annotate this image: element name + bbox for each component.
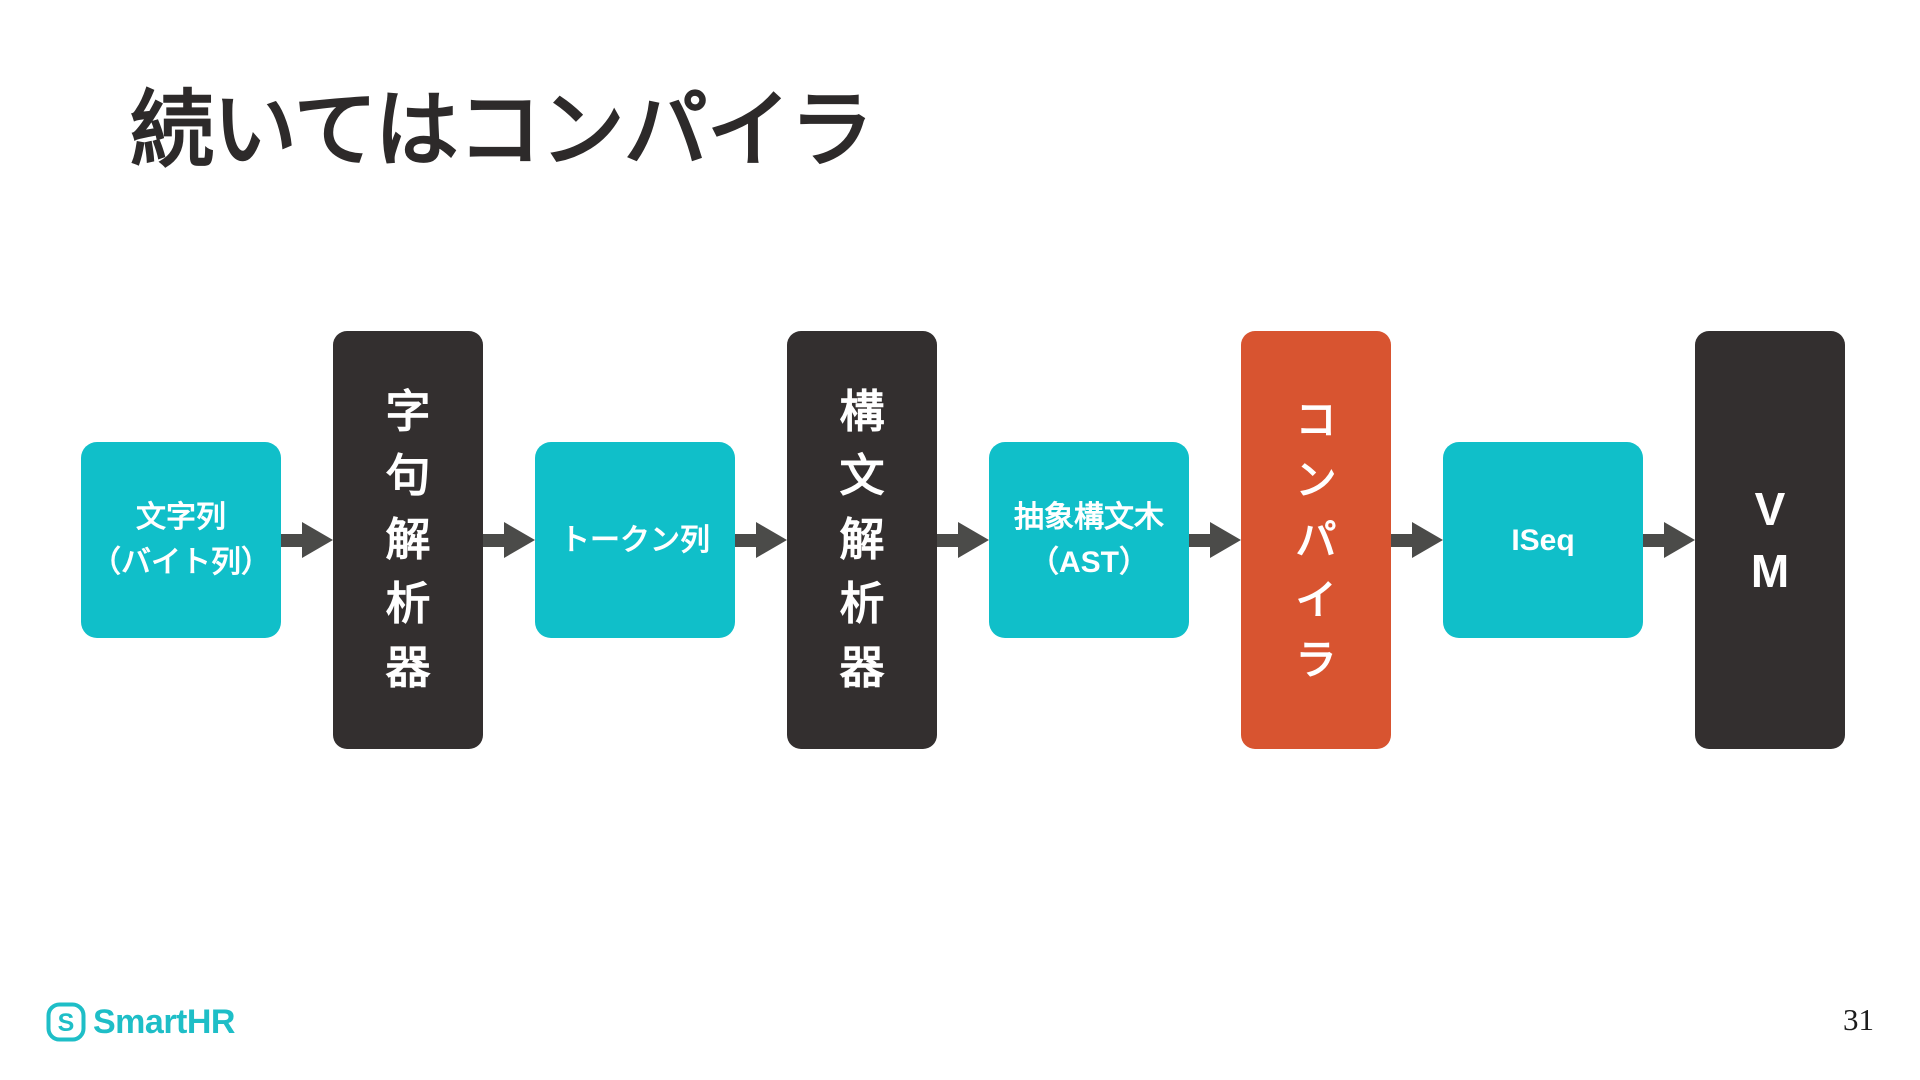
right-arrow-icon xyxy=(937,522,989,558)
node-label-char: 解 xyxy=(385,514,431,565)
node-label-char: 字 xyxy=(385,386,431,437)
arrow-tail xyxy=(281,533,302,547)
arrow-tail xyxy=(1189,533,1210,547)
page-title: 続いてはコンパイラ xyxy=(130,83,874,177)
svg-text:S: S xyxy=(58,1009,75,1037)
node-label-char: 文 xyxy=(839,450,885,501)
node-ast: 抽象構文木 （AST） xyxy=(989,442,1189,638)
node-label-char: ラ xyxy=(1295,637,1337,683)
node-token-stream: トークン列 xyxy=(535,442,735,638)
arrow-tail xyxy=(735,533,756,547)
node-string-input: 文字列 （バイト列） xyxy=(81,442,281,638)
node-label-line: 文字列 xyxy=(136,501,226,534)
node-label-char: 解 xyxy=(839,514,885,565)
arrow-head xyxy=(958,522,989,558)
arrow-tail xyxy=(483,533,504,547)
right-arrow-icon xyxy=(483,522,535,558)
node-parser: 構 文 解 析 器 xyxy=(787,331,937,749)
node-label-char: 器 xyxy=(385,642,431,693)
node-lexer: 字 句 解 析 器 xyxy=(333,331,483,749)
arrow-tail xyxy=(1391,533,1412,547)
node-label-char: 析 xyxy=(839,578,885,629)
arrow-head xyxy=(1412,522,1443,558)
node-label-char: ン xyxy=(1295,457,1337,503)
compiler-pipeline-diagram: 文字列 （バイト列） 字 句 解 析 器 トークン列 構 文 解 xyxy=(81,330,1845,750)
right-arrow-icon xyxy=(735,522,787,558)
node-label-line: （バイト列） xyxy=(91,546,271,579)
node-label-char: M xyxy=(1750,545,1790,597)
node-label-line: トークン列 xyxy=(560,523,710,557)
arrow-head xyxy=(504,522,535,558)
node-compiler: コ ン パ イ ラ xyxy=(1241,331,1391,749)
node-label-char: 構 xyxy=(839,386,885,437)
smarthr-s-icon: S xyxy=(46,1002,86,1042)
page-number: 31 xyxy=(1843,1002,1874,1037)
node-label-line: 抽象構文木 xyxy=(1014,501,1164,534)
smarthr-logo: S SmartHR xyxy=(46,1002,235,1042)
node-label-char: 器 xyxy=(839,642,885,693)
node-label-char: 析 xyxy=(385,578,431,629)
node-label-line: （AST） xyxy=(1029,546,1149,579)
brand-name: SmartHR xyxy=(93,1002,235,1041)
right-arrow-icon xyxy=(1189,522,1241,558)
right-arrow-icon xyxy=(1643,522,1695,558)
arrow-tail xyxy=(937,533,958,547)
right-arrow-icon xyxy=(281,522,333,558)
node-label-char: パ xyxy=(1295,517,1337,563)
node-vm: V M xyxy=(1695,331,1845,749)
arrow-head xyxy=(1210,522,1241,558)
node-label-char: 句 xyxy=(385,450,431,501)
arrow-head xyxy=(302,522,333,558)
right-arrow-icon xyxy=(1391,522,1443,558)
node-label-char: コ xyxy=(1295,397,1337,443)
node-iseq: ISeq xyxy=(1443,442,1643,638)
node-label-char: V xyxy=(1754,483,1786,535)
node-label-line: ISeq xyxy=(1511,523,1575,557)
arrow-head xyxy=(756,522,787,558)
arrow-head xyxy=(1664,522,1695,558)
node-label-char: イ xyxy=(1295,577,1337,623)
arrow-tail xyxy=(1643,533,1664,547)
